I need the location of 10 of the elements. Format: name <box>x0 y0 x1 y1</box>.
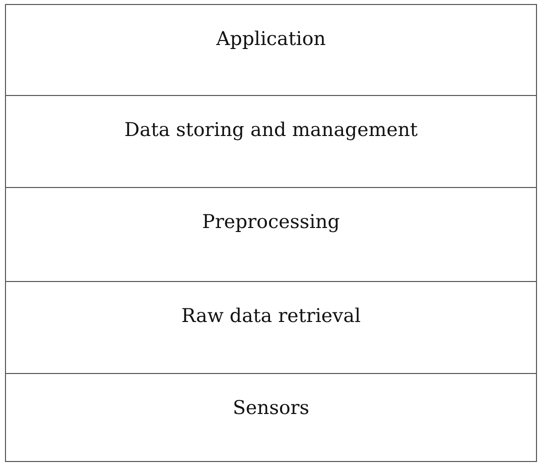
layer-label: Sensors <box>232 396 310 420</box>
layer-box <box>5 281 537 374</box>
layer-box <box>5 95 537 188</box>
layer-label: Application <box>215 27 327 51</box>
layer-box <box>5 187 537 282</box>
layer-box <box>5 4 537 96</box>
layer-label: Preprocessing <box>201 210 341 234</box>
layer-box <box>5 373 537 462</box>
layer-label: Data storing and management <box>123 118 419 142</box>
layer-label: Raw data retrieval <box>180 304 362 328</box>
